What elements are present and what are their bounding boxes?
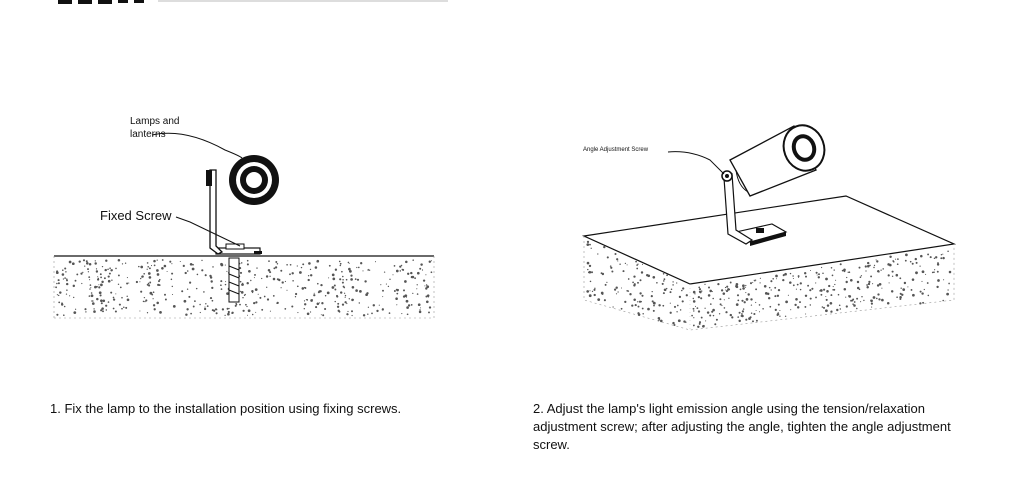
mounting-surface [581,195,957,331]
anchor-bolt [228,257,240,303]
cropped-heading-fragment [58,0,448,4]
mounting-bracket [721,170,754,245]
lamp-housing [229,155,279,205]
step-2-caption: 2. Adjust the lamp's light emission angl… [533,401,951,452]
angle-adjustment-screw-label: Angle Adjustment Screw [583,147,649,153]
installation-diagram-angle-adjustment: Angle Adjustment Screw [581,124,957,331]
lamps-label-line1: Lamps and [130,116,179,127]
lamps-label-line2: lanterns [130,129,166,140]
installation-diagram-fixed-screw: Lamps and lanterns Fixed Screw [53,116,435,319]
mounting-bracket [206,169,224,255]
leader-line-lamps [151,132,243,159]
lamp-body [729,124,826,197]
leader-line-fixed-screw [175,216,241,247]
ground-slab [53,255,435,319]
leader-line-angle-screw [667,151,725,175]
step-1-caption: 1. Fix the lamp to the installation posi… [50,401,402,416]
fixed-screw-label: Fixed Screw [100,208,172,223]
